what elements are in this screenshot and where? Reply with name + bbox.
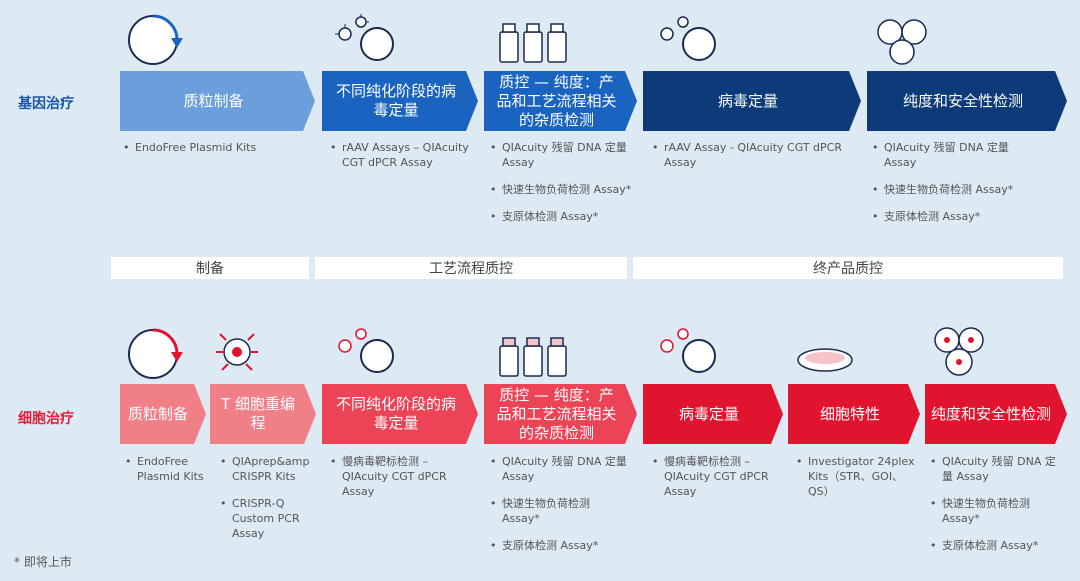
- t-cell-icon: [216, 333, 258, 371]
- gene-step-plasmid-prep: 质粒制备: [120, 71, 315, 131]
- list-item: EndoFree Plasmid Kits: [123, 140, 308, 155]
- vials-icon: [499, 23, 567, 63]
- list-item: 快速生物负荷检测 Assay*: [490, 182, 638, 197]
- stage-final-product-qc: 终产品质控: [633, 257, 1063, 279]
- list-item: QIAcuity 残留 DNA 定量 Assay: [490, 140, 638, 170]
- cell-products-plasmid: EndoFree Plasmid Kits: [125, 454, 205, 496]
- gene-products-virus-quant: rAAV Assay - QIAcuity CGT dPCR Assay: [652, 140, 852, 182]
- cycle-icon: [128, 328, 183, 379]
- cell-step-virus-quant: 病毒定量: [643, 384, 783, 444]
- cell-products-t-cell: QIAprep&amp CRISPR Kits CRISPR-Q Custom …: [220, 454, 318, 553]
- list-item: rAAV Assay - QIAcuity CGT dPCR Assay: [652, 140, 852, 170]
- gene-step-purity-safety: 纯度和安全性检测: [867, 71, 1067, 131]
- petri-dish-icon: [797, 348, 853, 372]
- cycle-icon: [128, 14, 183, 65]
- cell-products-virus-quant: 慢病毒靶标检测 – QIAcuity CGT dPCR Assay: [652, 454, 780, 511]
- footnote: * 即将上市: [14, 555, 72, 569]
- list-item: Investigator 24plex Kits（STR、GOI、QS）: [796, 454, 916, 499]
- cells-icon: [934, 327, 984, 376]
- cell-products-virus-quant-purification: 慢病毒靶标检测 – QIAcuity CGT dPCR Assay: [330, 454, 470, 511]
- cell-step-purity-safety: 纯度和安全性检测: [925, 384, 1067, 444]
- gene-products-qc-purity: QIAcuity 残留 DNA 定量 Assay 快速生物负荷检测 Assay*…: [490, 140, 638, 236]
- list-item: 支原体检测 Assay*: [490, 538, 630, 553]
- list-item: QIAcuity 残留 DNA 定量 Assay: [490, 454, 630, 484]
- list-item: 支原体检测 Assay*: [930, 538, 1058, 553]
- cell-step-plasmid-prep: 质粒制备: [120, 384, 206, 444]
- gene-step-qc-purity: 质控 — 纯度：产品和工艺流程相关的杂质检测: [484, 71, 637, 131]
- cell-step-virus-quant-purification: 不同纯化阶段的病毒定量: [322, 384, 478, 444]
- gene-step-virus-quant: 病毒定量: [643, 71, 861, 131]
- list-item: CRISPR-Q Custom PCR Assay: [220, 496, 318, 541]
- cell-products-purity-safety: QIAcuity 残留 DNA 定量 Assay 快速生物负荷检测 Assay*…: [930, 454, 1058, 565]
- cell-products-qc-purity: QIAcuity 残留 DNA 定量 Assay 快速生物负荷检测 Assay*…: [490, 454, 630, 565]
- row-label-cell-therapy: 细胞治疗: [18, 411, 74, 427]
- list-item: 快速生物负荷检测 Assay*: [872, 182, 1037, 197]
- list-item: 慢病毒靶标检测 – QIAcuity CGT dPCR Assay: [652, 454, 780, 499]
- virus-icon: [660, 16, 716, 61]
- cell-step-cell-characteristics: 细胞特性: [788, 384, 920, 444]
- list-item: 慢病毒靶标检测 – QIAcuity CGT dPCR Assay: [330, 454, 470, 499]
- cell-step-t-cell-reprogram: T 细胞重编程: [210, 384, 316, 444]
- list-item: rAAV Assays – QIAcuity CGT dPCR Assay: [330, 140, 475, 170]
- cell-products-cell-characteristics: Investigator 24plex Kits（STR、GOI、QS）: [796, 454, 916, 511]
- list-item: EndoFree Plasmid Kits: [125, 454, 205, 484]
- cell-step-qc-purity: 质控 — 纯度：产品和工艺流程相关的杂质检测: [484, 384, 637, 444]
- vials-icon: [499, 337, 567, 377]
- stage-process-qc: 工艺流程质控: [315, 257, 627, 279]
- list-item: 支原体检测 Assay*: [872, 209, 1037, 224]
- list-item: 快速生物负荷检测 Assay*: [490, 496, 630, 526]
- list-item: QIAcuity 残留 DNA 定量 Assay: [872, 140, 1037, 170]
- stage-preparation: 制备: [111, 257, 309, 279]
- virus-icon: [338, 328, 394, 373]
- gene-step-virus-quant-purification: 不同纯化阶段的病毒定量: [322, 71, 478, 131]
- list-item: QIAcuity 残留 DNA 定量 Assay: [930, 454, 1058, 484]
- cells-icon: [877, 19, 927, 65]
- virus-icon: [335, 14, 394, 61]
- row-label-gene-therapy: 基因治疗: [18, 96, 74, 112]
- list-item: 快速生物负荷检测 Assay*: [930, 496, 1058, 526]
- list-item: 支原体检测 Assay*: [490, 209, 638, 224]
- gene-products-plasmid: EndoFree Plasmid Kits: [123, 140, 308, 167]
- list-item: QIAprep&amp CRISPR Kits: [220, 454, 318, 484]
- gene-products-purity-safety: QIAcuity 残留 DNA 定量 Assay 快速生物负荷检测 Assay*…: [872, 140, 1037, 236]
- gene-products-virus-quant-purification: rAAV Assays – QIAcuity CGT dPCR Assay: [330, 140, 475, 182]
- virus-icon: [660, 328, 716, 373]
